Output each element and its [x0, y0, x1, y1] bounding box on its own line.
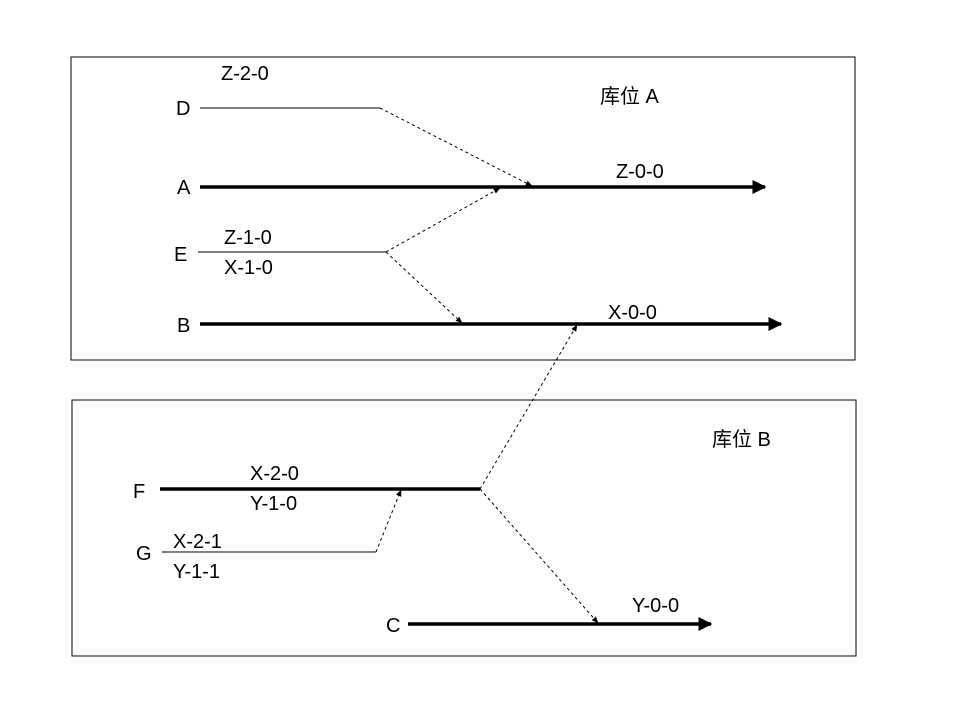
connector-d-to-a	[379, 107, 533, 187]
zone-a-box	[70, 56, 856, 361]
node-a-label: A	[177, 177, 191, 199]
line-b-code: X-0-0	[608, 302, 657, 324]
connector-e-to-b	[385, 251, 463, 324]
connector-f-to-b	[479, 324, 578, 490]
node-f-label: F	[133, 481, 145, 503]
node-b-label: B	[177, 315, 190, 337]
node-e-label: E	[174, 244, 187, 266]
connector-f-to-c	[479, 488, 599, 624]
line-e-code-top: Z-1-0	[224, 227, 272, 249]
line-e-code-bottom: X-1-0	[224, 257, 273, 279]
zone-b-title: 库位 B	[712, 428, 771, 451]
node-g-label: G	[136, 543, 152, 565]
line-a-code: Z-0-0	[616, 161, 664, 183]
connector-e-to-a	[385, 187, 501, 253]
zone-a-title: 库位 A	[600, 85, 660, 108]
zone-b-box	[71, 399, 857, 657]
line-g-code-top: X-2-1	[173, 531, 222, 553]
line-c-code: Y-0-0	[632, 595, 679, 617]
line-g-code-bottom: Y-1-1	[173, 561, 220, 583]
line-f-code-top: X-2-0	[250, 463, 299, 485]
line-f-code-bottom: Y-1-0	[250, 493, 297, 515]
node-d-label: D	[176, 98, 190, 120]
node-c-label: C	[386, 615, 400, 637]
connector-g-to-f	[375, 489, 402, 553]
line-d-code: Z-2-0	[221, 63, 269, 85]
